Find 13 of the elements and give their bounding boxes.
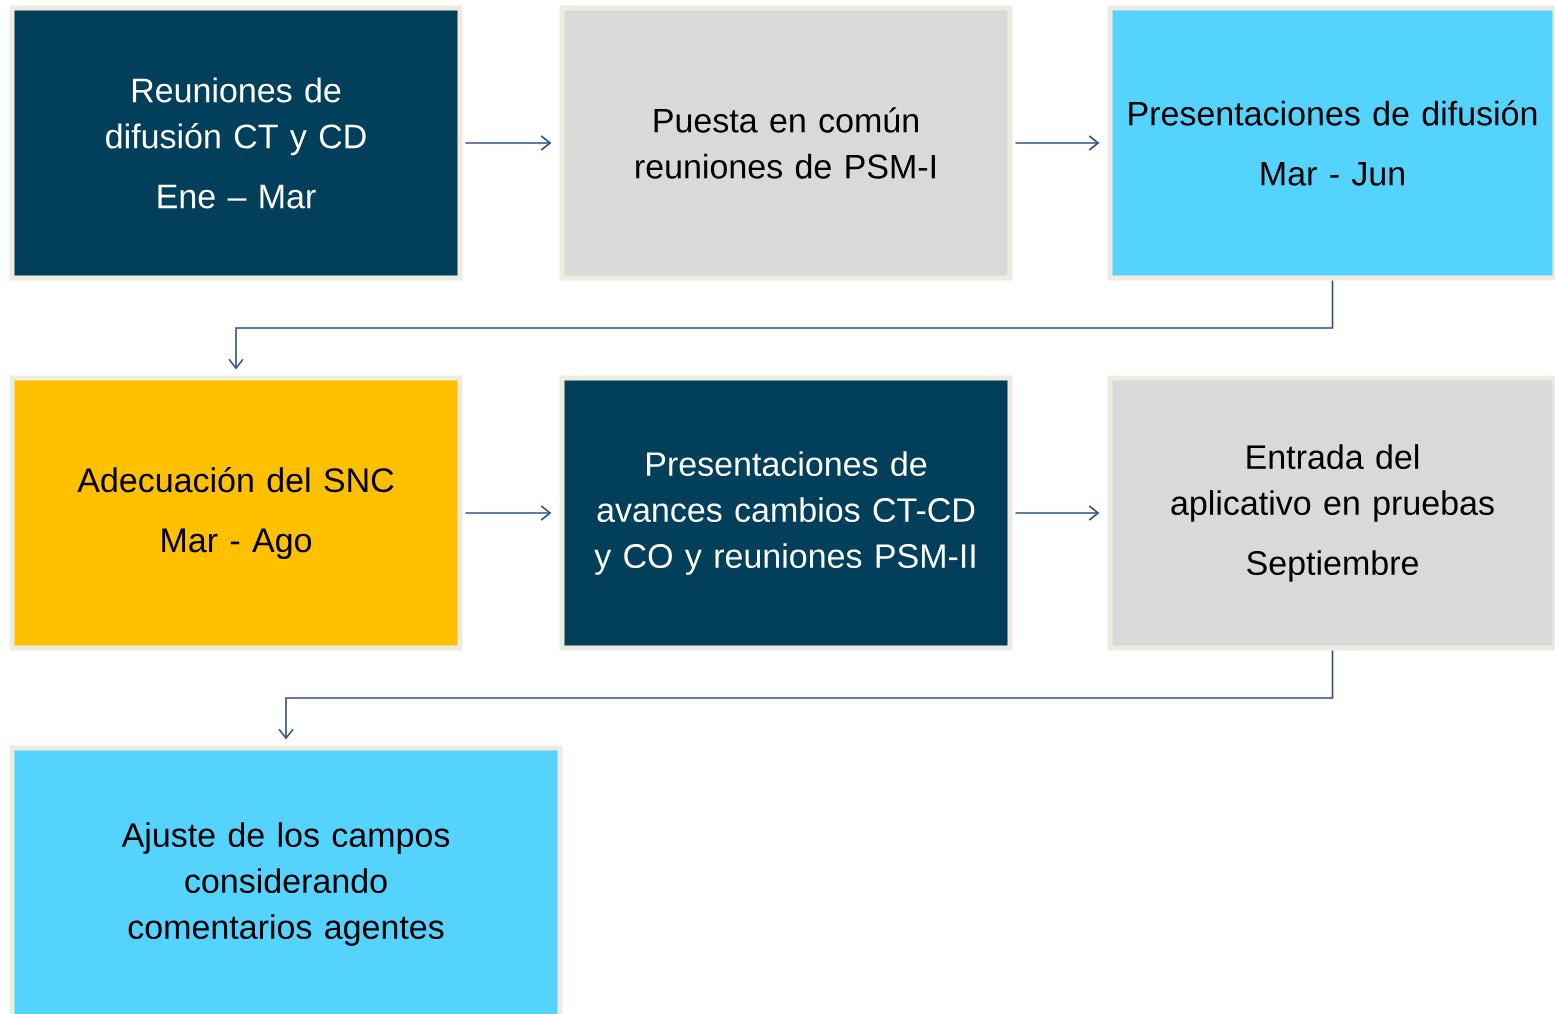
arrow bbox=[1014, 135, 1100, 151]
arrow bbox=[1014, 505, 1100, 521]
process-box: Adecuación del SNC Mar - Ago bbox=[9, 375, 463, 651]
process-box: Presentaciones de difusión Mar - Jun bbox=[1107, 5, 1555, 281]
arrow bbox=[278, 649, 1334, 740]
process-box: Presentaciones de avances cambios CT-CD y CO y reuniones PSM-II bbox=[559, 375, 1013, 651]
process-box: Reuniones de difusión CT y CD Ene – Mar bbox=[9, 5, 463, 281]
process-box: Puesta en común reuniones de PSM-I bbox=[559, 5, 1013, 281]
arrow bbox=[464, 505, 552, 521]
arrow bbox=[228, 279, 1334, 370]
arrow bbox=[464, 135, 552, 151]
process-box: Entrada del aplicativo en pruebas Septiembre bbox=[1107, 375, 1555, 651]
process-box: Ajuste de los campos considerando comentarios agentes bbox=[9, 745, 563, 1014]
